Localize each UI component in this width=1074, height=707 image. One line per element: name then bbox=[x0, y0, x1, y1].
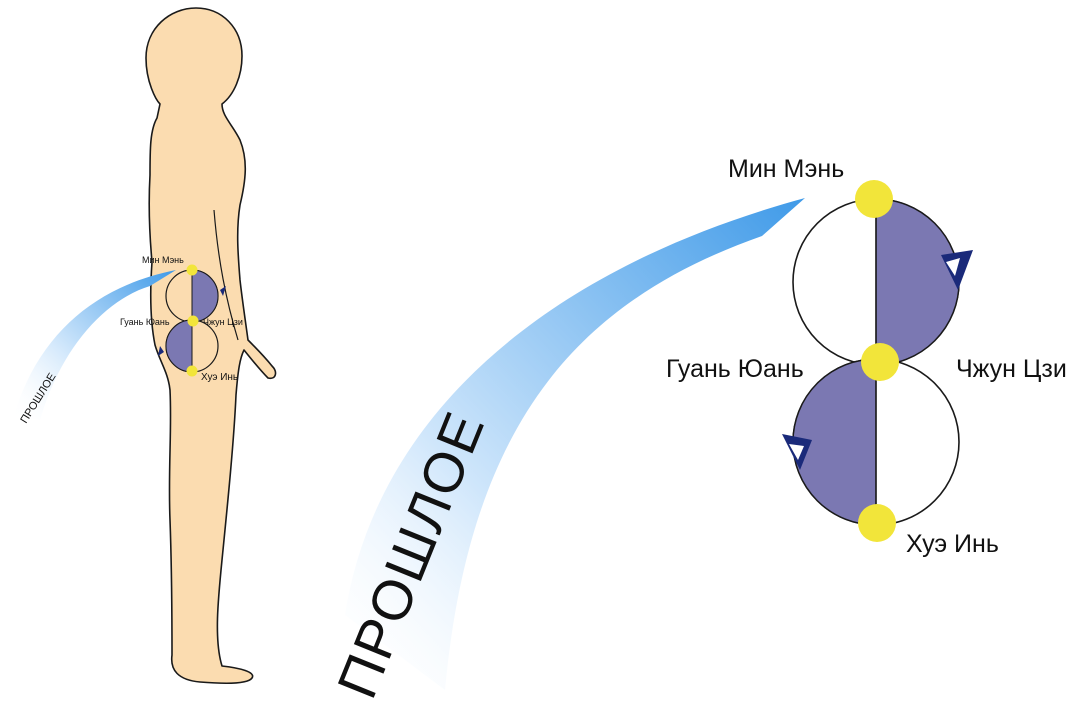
mini-point-top bbox=[187, 265, 198, 276]
point-middle bbox=[861, 343, 899, 381]
mini-label-middle-right: Чжун Цзи bbox=[203, 317, 243, 327]
label-middle-right: Чжун Цзи bbox=[956, 355, 1067, 383]
mini-label-top: Мин Мэнь bbox=[142, 255, 184, 265]
mini-label-bottom: Хуэ Инь bbox=[201, 372, 238, 383]
label-bottom: Хуэ Инь bbox=[906, 530, 999, 558]
point-bottom bbox=[858, 504, 896, 542]
mini-point-bottom bbox=[187, 366, 198, 377]
label-top: Мин Мэнь bbox=[728, 155, 844, 183]
point-top bbox=[855, 180, 893, 218]
figure-eight: Мин Мэнь Гуань Юань Чжун Цзи Хуэ Инь bbox=[666, 155, 1067, 558]
label-middle-left: Гуань Юань bbox=[666, 355, 804, 383]
mini-point-middle bbox=[188, 316, 199, 327]
mini-label-middle-left: Гуань Юань bbox=[120, 317, 170, 327]
upper-right-half bbox=[876, 199, 959, 365]
